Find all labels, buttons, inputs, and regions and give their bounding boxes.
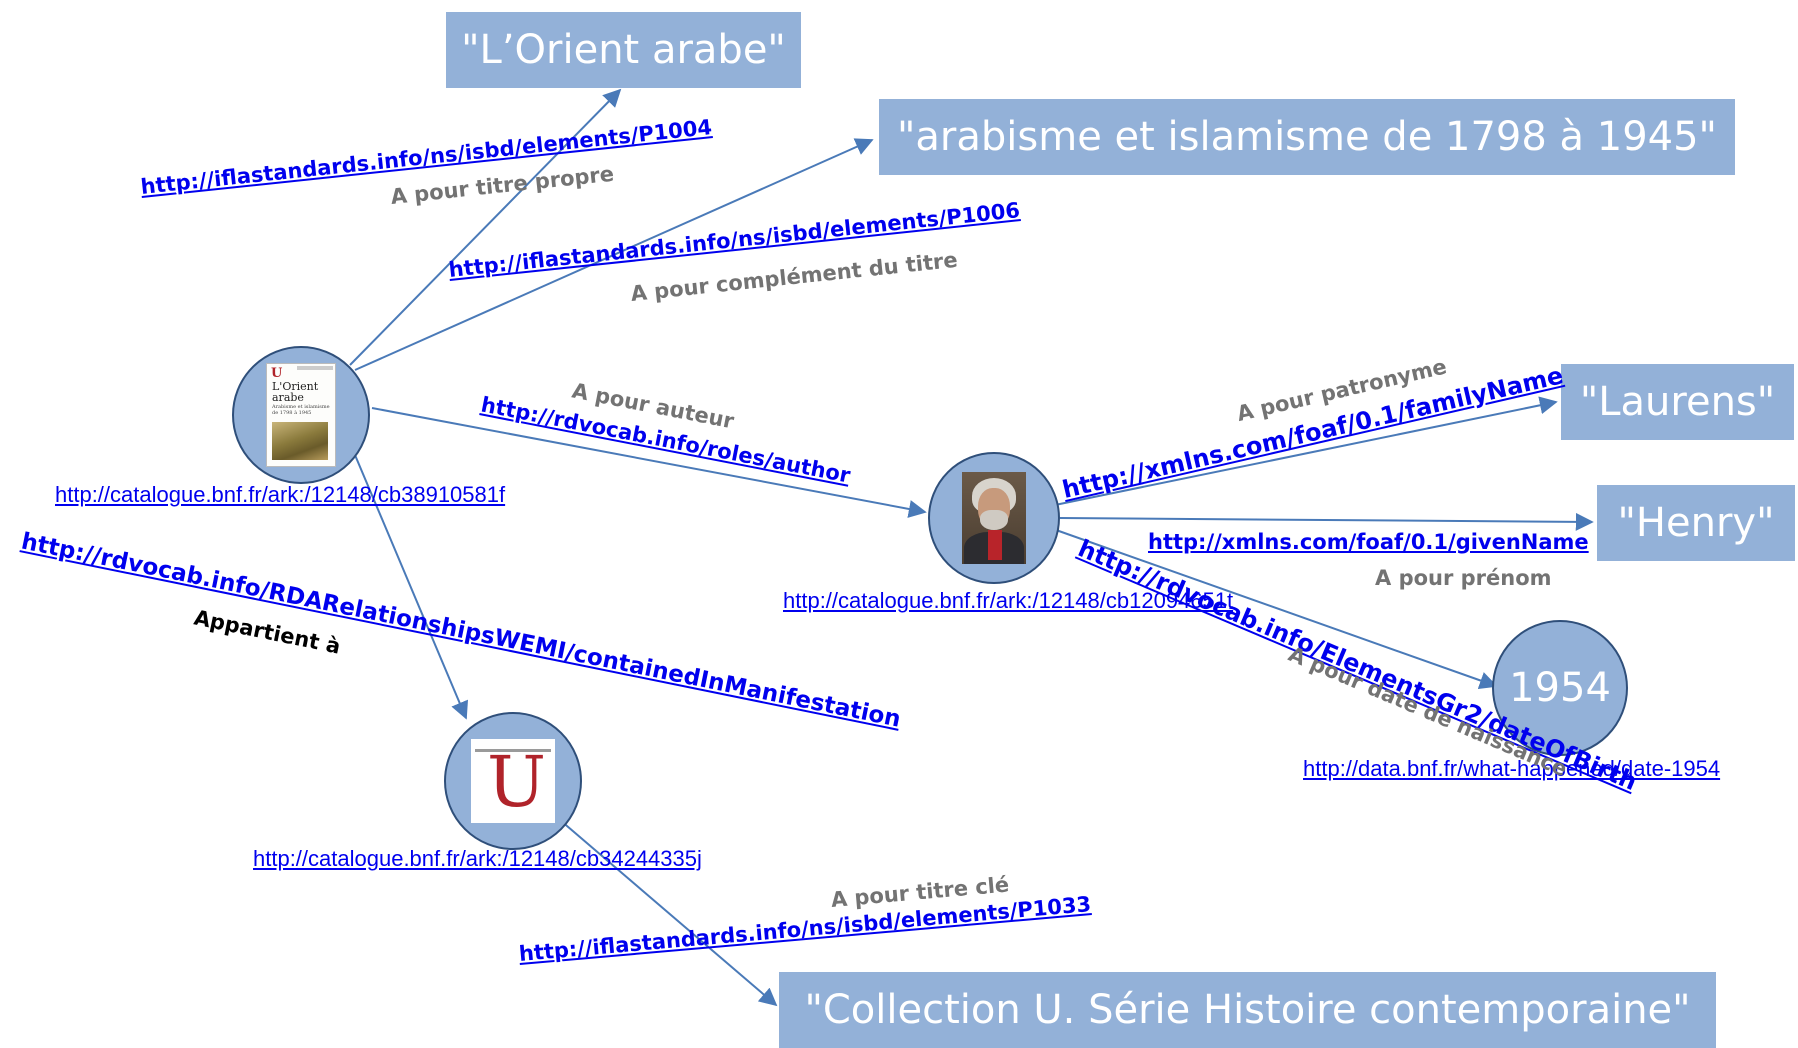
uri-collection[interactable]: http://catalogue.bnf.fr/ark:/12148/cb342… — [253, 846, 702, 871]
logo-letter: U — [487, 741, 546, 823]
edge-title-proper — [349, 88, 622, 366]
uri-date[interactable]: http://data.bnf.fr/what-happened/date-19… — [1303, 756, 1721, 781]
node-book[interactable]: U L'Orient arabe Arabisme et islamisme d… — [232, 346, 370, 484]
author-portrait — [962, 472, 1026, 564]
edge-date-of-birth — [1055, 529, 1498, 690]
edge-given-name — [1059, 512, 1594, 531]
edge-title-complement — [354, 138, 874, 371]
prop-given-name-uri[interactable]: http://xmlns.com/foaf/0.1/givenName — [1148, 530, 1589, 554]
logo-rule — [475, 749, 551, 752]
literal-family-name: "Laurens" — [1561, 364, 1794, 440]
uri-book[interactable]: http://catalogue.bnf.fr/ark:/12148/cb389… — [55, 482, 506, 507]
prop-given-name-label: A pour prénom — [1375, 566, 1552, 590]
cover-author-bar — [297, 366, 333, 370]
edge-contained-in — [354, 454, 468, 720]
literal-title-complement: "arabisme et islamisme de 1798 à 1945" — [879, 99, 1735, 175]
collection-u-logo: U — [471, 739, 555, 823]
literal-key-title: "Collection U. Série Histoire contempora… — [779, 972, 1716, 1048]
cover-u-mark: U — [271, 366, 283, 381]
edge-author — [371, 407, 927, 518]
literal-given-name: "Henry" — [1597, 485, 1795, 561]
node-author[interactable] — [928, 452, 1060, 584]
edge-family-name — [1054, 396, 1558, 506]
book-cover-image: U L'Orient arabe Arabisme et islamisme d… — [266, 363, 336, 467]
cover-title: L'Orient arabe — [272, 380, 319, 404]
uri-author[interactable]: http://catalogue.bnf.fr/ark:/12148/cb120… — [783, 588, 1234, 613]
node-birth-year: 1954 — [1492, 620, 1628, 756]
node-collection[interactable]: U — [444, 712, 582, 850]
portrait-beard — [980, 510, 1008, 530]
cover-painting — [272, 422, 328, 460]
edge-key-title — [559, 819, 778, 1007]
literal-title-proper: "L’Orient arabe" — [446, 12, 801, 88]
cover-subtitle: Arabisme et islamisme de 1798 à 1945 — [272, 404, 330, 416]
portrait-scarf — [988, 530, 1002, 560]
